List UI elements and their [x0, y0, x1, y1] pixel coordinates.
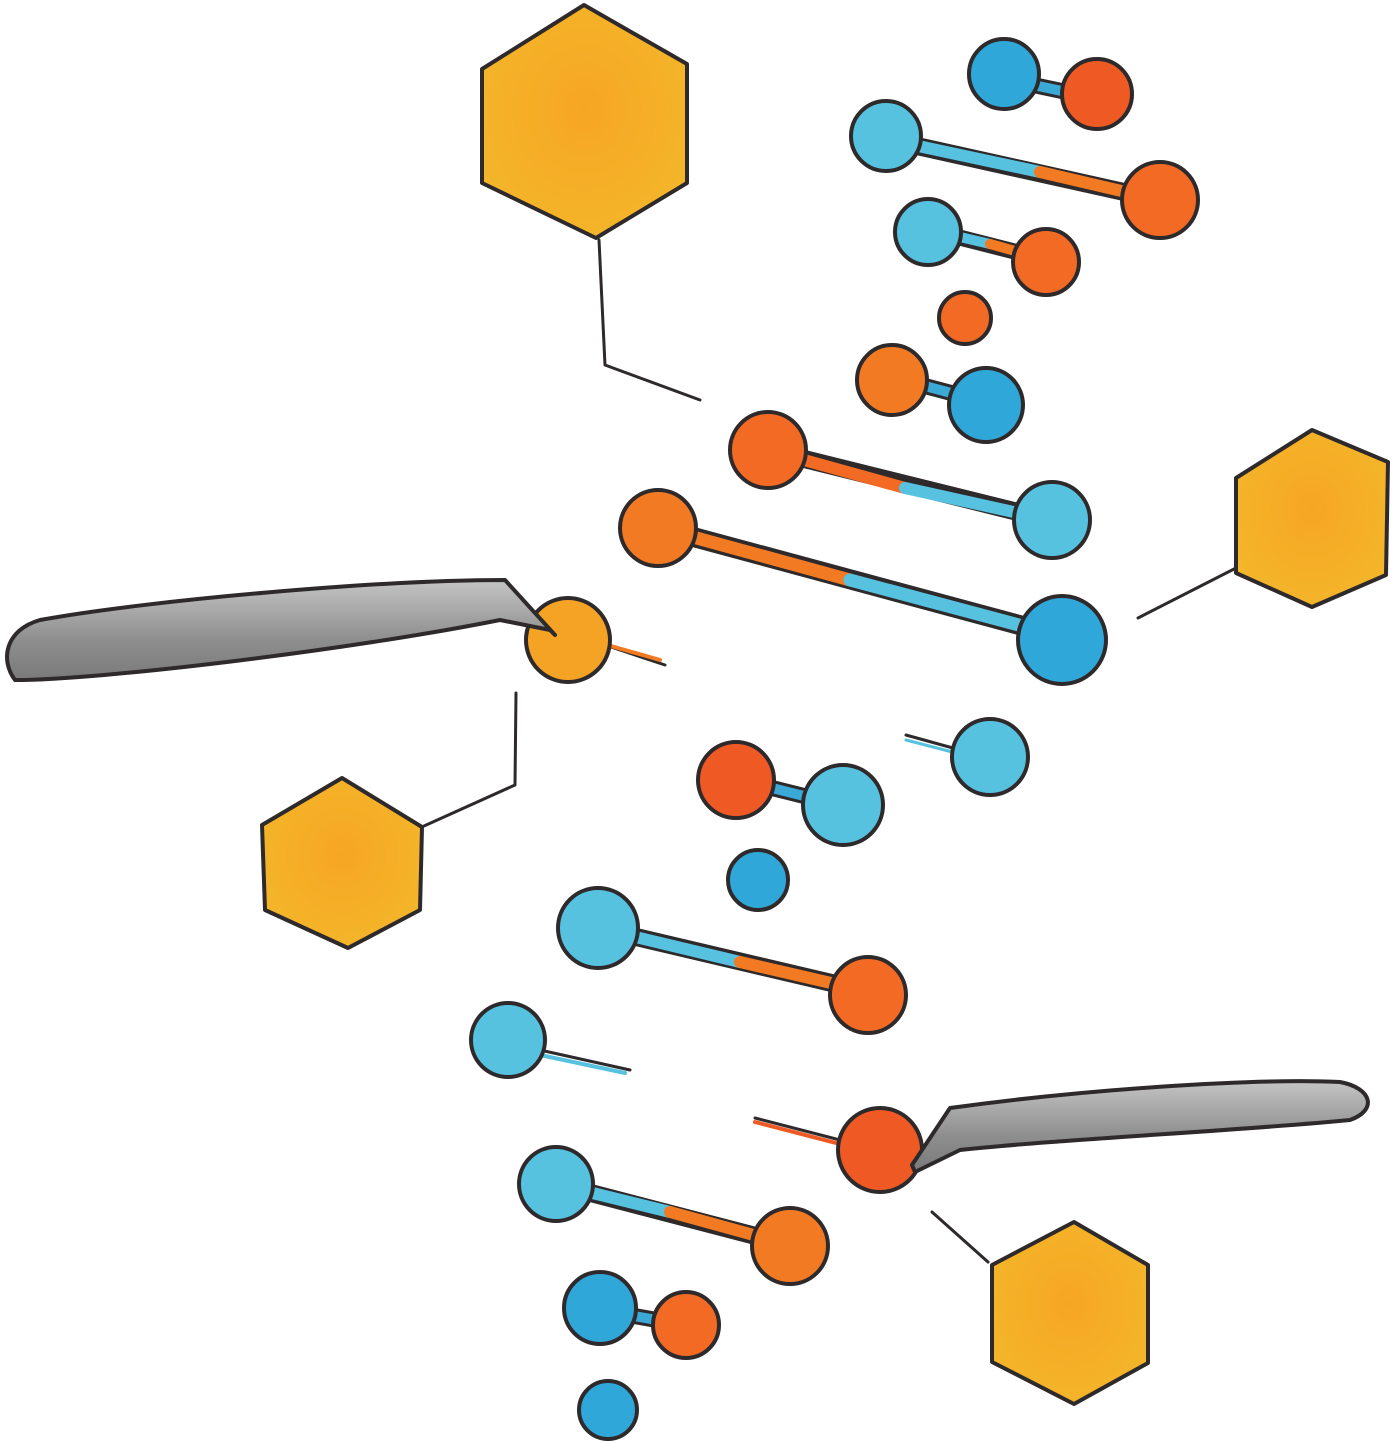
molecule-9 — [556, 886, 908, 1035]
connector-line — [597, 238, 702, 402]
molecule-4 — [855, 343, 1025, 444]
hexagon-icon — [990, 1220, 1150, 1406]
molecule-icon — [855, 343, 929, 417]
hexagon-icon — [480, 3, 689, 240]
hexagon-top-left — [480, 3, 702, 402]
molecule-icon — [836, 1106, 924, 1194]
hexagon-left — [260, 691, 518, 950]
connector-line — [930, 1210, 990, 1264]
molecule-icon — [696, 740, 776, 820]
molecule-icon — [469, 1001, 547, 1079]
atom-small-3 — [577, 1379, 639, 1441]
connector-line — [1136, 566, 1238, 620]
molecule-11 — [517, 1145, 830, 1286]
molecule-3 — [893, 197, 1081, 297]
molecule-icon — [937, 290, 993, 346]
atom-small-2 — [726, 848, 790, 912]
molecule-12 — [562, 1270, 721, 1360]
molecule-7 — [904, 717, 1030, 797]
molecule-8 — [696, 740, 885, 847]
molecule-icon — [577, 1379, 639, 1441]
molecule-icon — [893, 197, 963, 267]
hexagon-right — [1136, 428, 1390, 620]
molecule-icon — [950, 717, 1030, 797]
molecule-icon — [618, 488, 698, 568]
connector-line — [422, 691, 518, 828]
molecule-10 — [469, 1001, 632, 1079]
molecule-1 — [967, 37, 1134, 131]
molecule-icon — [849, 99, 923, 173]
hexagon-icon — [1234, 428, 1390, 609]
atom-small-1 — [937, 290, 993, 346]
molecule-icon — [524, 596, 612, 684]
molecule-icon — [562, 1270, 638, 1346]
molecule-icon — [728, 410, 808, 490]
tweezers-left — [5, 578, 667, 684]
molecule-icon — [517, 1145, 595, 1223]
molecule-6 — [618, 488, 1108, 686]
molecule-icon — [556, 886, 640, 970]
hexagon-icon — [260, 776, 424, 950]
hexagon-bottom-right — [930, 1210, 1150, 1406]
molecule-2 — [849, 99, 1200, 240]
molecule-5 — [728, 410, 1092, 560]
molecule-icon — [726, 848, 790, 912]
tweezers-right — [753, 1079, 1370, 1194]
tweezers-icon — [5, 578, 557, 682]
molecule-icon — [967, 37, 1041, 111]
tweezers-icon — [910, 1079, 1370, 1174]
